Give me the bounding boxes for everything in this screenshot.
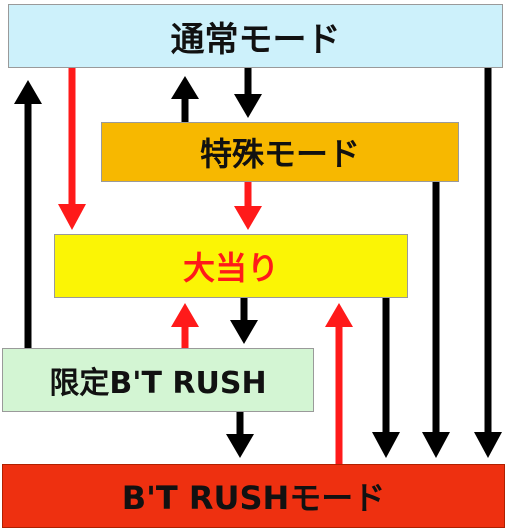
- limited-bt-rush-label: 限定B'T RUSH: [49, 366, 267, 401]
- arrow-normal-to-rush: [474, 68, 502, 458]
- jackpot-label: 大当り: [182, 249, 279, 287]
- arrow-special-to-normal: [171, 76, 199, 122]
- special-mode-label: 特殊モード: [199, 135, 360, 173]
- arrow-limited-to-jackpot: [171, 303, 199, 348]
- arrow-limited-to-rush: [226, 412, 254, 458]
- bt-rush-mode-box: B'T RUSHモード: [2, 464, 505, 528]
- arrow-normal-to-jackpot: [58, 68, 86, 230]
- arrow-special-to-rush: [422, 182, 450, 458]
- bt-rush-mode-label: B'T RUSHモード: [121, 479, 386, 517]
- arrow-rush-to-jackpot: [325, 303, 353, 464]
- arrow-special-to-jackpot: [234, 182, 262, 230]
- normal-mode-label: 通常モード: [170, 19, 341, 60]
- limited-bt-rush-box: 限定B'T RUSH: [2, 348, 314, 412]
- arrow-limited-to-normal: [14, 80, 42, 348]
- arrow-jackpot-to-rush: [372, 298, 400, 458]
- normal-mode-box: 通常モード: [8, 4, 503, 68]
- special-mode-box: 特殊モード: [101, 122, 459, 182]
- arrow-normal-to-special: [234, 68, 262, 118]
- arrow-jackpot-to-limited: [230, 298, 258, 344]
- jackpot-box: 大当り: [54, 234, 408, 298]
